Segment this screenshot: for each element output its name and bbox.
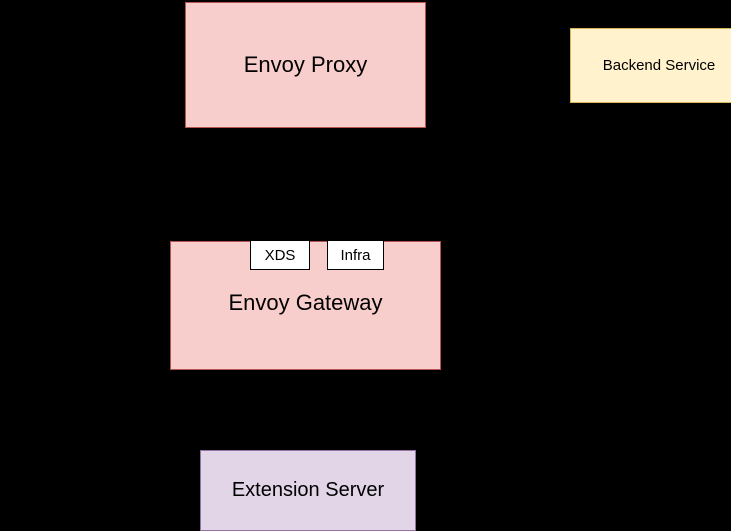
node-infra-label: Infra — [340, 246, 371, 264]
node-envoy-proxy[interactable]: Envoy Proxy — [185, 2, 426, 128]
node-backend-service-label: Backend Service — [602, 56, 716, 74]
node-infra[interactable]: Infra — [327, 240, 384, 270]
node-backend-service[interactable]: Backend Service — [570, 28, 731, 103]
node-xds-label: XDS — [264, 246, 296, 264]
node-xds[interactable]: XDS — [250, 240, 310, 270]
node-envoy-gateway-label: Envoy Gateway — [228, 290, 383, 315]
node-extension-server-label: Extension Server — [231, 479, 385, 501]
node-extension-server[interactable]: Extension Server — [200, 450, 416, 531]
node-envoy-proxy-label: Envoy Proxy — [243, 52, 368, 78]
